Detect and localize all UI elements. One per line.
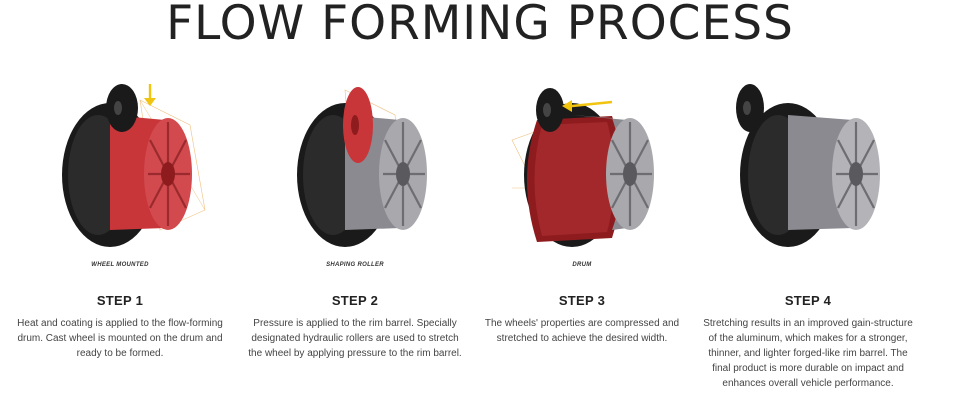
step-3-title: STEP 3: [558, 293, 606, 308]
step-1-caption: WHEEL MOUNTED: [91, 262, 149, 268]
step-1-description: Heat and coating is applied to the flow-…: [17, 318, 223, 359]
step-4-title: STEP 4: [784, 293, 832, 308]
finished-wheel-illustration: [736, 84, 880, 247]
shaping-roller-illustration: [297, 87, 427, 247]
step-3-description: The wheels' properties are compressed an…: [484, 318, 680, 344]
drum-illustration: [511, 88, 654, 247]
step-4: STEP 4 Stretching results in an improved…: [688, 70, 928, 417]
step-2-caption: SHAPING ROLLER: [326, 262, 384, 268]
wheel-mounted-illustration: [62, 84, 206, 247]
step-4-description: Stretching results in an improved gain-s…: [703, 318, 913, 389]
step-1-title: STEP 1: [96, 293, 144, 308]
step-2-description: Pressure is applied to the rim barrel. S…: [248, 318, 462, 359]
page-title: FLOW FORMING PROCESS: [166, 0, 794, 51]
step-1: WHEEL MOUNTED STEP 1 Heat and coating is…: [0, 70, 240, 417]
step-2: SHAPING ROLLER STEP 2 Pressure is applie…: [235, 70, 475, 417]
step-2-title: STEP 2: [331, 293, 379, 308]
step-3: DRUM STEP 3 The wheels' properties are c…: [462, 70, 702, 417]
step-3-caption: DRUM: [572, 262, 592, 268]
